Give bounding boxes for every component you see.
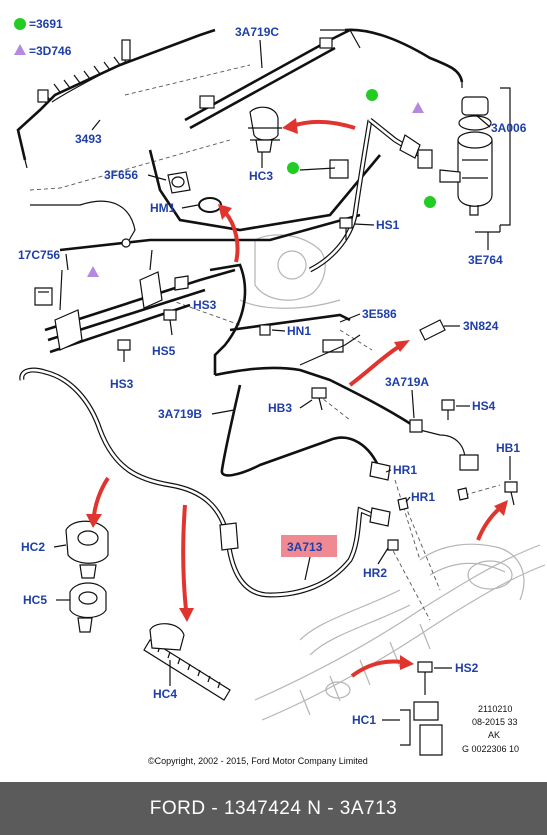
label-HB3: HB3 xyxy=(268,401,292,415)
ref-code-line-2: 08-2015 33 xyxy=(472,717,518,727)
part-17C756-bracket xyxy=(34,287,53,306)
label-HC4: HC4 xyxy=(153,687,177,701)
label-17C756: 17C756 xyxy=(18,248,60,262)
label-HC3-top: HC3 xyxy=(249,169,273,183)
part-HC3-clamp xyxy=(248,106,282,153)
part-HM1-oring xyxy=(198,197,222,213)
leader-lines xyxy=(29,64,501,621)
power-steering-hose-diagram: =3691 =3D746 xyxy=(14,17,546,766)
part-HC4-strap xyxy=(143,623,231,701)
label-leaders xyxy=(53,39,511,721)
label-3N824: 3N824 xyxy=(463,319,499,333)
ref-code-line-4: G 0022306 10 xyxy=(462,744,519,754)
label-HS3-upper: HS3 xyxy=(193,298,217,312)
label-3493: 3493 xyxy=(75,132,102,146)
part-labels: 3493 3A719C 3A006 3F656 HC3 HM1 HS1 3E76… xyxy=(18,25,527,727)
background-rack xyxy=(239,234,546,721)
marker-purple-2 xyxy=(87,266,99,277)
label-HR1-upper: HR1 xyxy=(393,463,417,477)
marker-green-1 xyxy=(366,89,378,101)
label-3E586: 3E586 xyxy=(362,307,397,321)
part-3A713-hose xyxy=(19,367,391,598)
part-HS2-bolt xyxy=(417,661,433,695)
label-HS1: HS1 xyxy=(376,218,400,232)
ref-code-line-1: 2110210 xyxy=(478,704,512,714)
part-HC1-clamp xyxy=(400,701,443,756)
reference-code: 2110210 08-2015 33 AK G 0022306 10 xyxy=(462,704,519,754)
part-HS1-bolt xyxy=(339,217,353,240)
part-HR2-clip xyxy=(387,539,399,551)
label-3A719B: 3A719B xyxy=(158,407,202,421)
part-HS5-bolt xyxy=(163,309,177,336)
label-3A719C: 3A719C xyxy=(235,25,279,39)
part-number-footer: FORD - 1347424 N - 3A713 xyxy=(0,782,547,835)
legend: =3691 =3D746 xyxy=(14,17,72,58)
part-HS4-bolt xyxy=(441,399,455,420)
label-HB1: HB1 xyxy=(496,441,520,455)
part-3A719A-3A719B-pipe xyxy=(209,263,479,477)
label-HC5: HC5 xyxy=(23,593,47,607)
legend-purple-triangle xyxy=(14,44,26,55)
part-upper-hoses xyxy=(299,118,433,273)
legend-purple-label: =3D746 xyxy=(29,44,72,58)
part-HB1-bolt xyxy=(504,481,518,506)
part-HS3-bolt xyxy=(117,339,131,362)
part-3N824-fitting xyxy=(419,319,446,341)
label-HM1: HM1 xyxy=(150,201,176,215)
label-HS5: HS5 xyxy=(152,344,176,358)
part-return-pipe xyxy=(30,149,381,252)
marker-green-2 xyxy=(287,162,299,174)
legend-green-dot xyxy=(14,18,26,30)
label-HC2: HC2 xyxy=(21,540,45,554)
marker-green-3 xyxy=(424,196,436,208)
label-HR1-lower: HR1 xyxy=(411,490,435,504)
label-3A713: 3A713 xyxy=(287,540,323,554)
diagram-markers xyxy=(87,89,436,277)
label-3E764: 3E764 xyxy=(468,253,503,267)
label-3F656: 3F656 xyxy=(104,168,138,182)
highlight-3A713 xyxy=(281,535,337,557)
label-HC1: HC1 xyxy=(352,713,376,727)
legend-green-label: =3691 xyxy=(29,17,63,31)
footer-text: FORD - 1347424 N - 3A713 xyxy=(149,798,398,819)
ref-code-line-3: AK xyxy=(488,730,500,740)
part-3493-pipe xyxy=(16,28,216,169)
part-HR1-clip xyxy=(397,487,469,511)
part-reservoir xyxy=(439,87,511,250)
label-HS3-lower: HS3 xyxy=(110,377,134,391)
part-HC2-clamp xyxy=(65,520,109,579)
label-3A006: 3A006 xyxy=(491,121,527,135)
copyright-text: ©Copyright, 2002 - 2015, Ford Motor Comp… xyxy=(148,756,368,766)
label-3A719A: 3A719A xyxy=(385,375,429,389)
part-HC5-clamp xyxy=(69,582,107,633)
part-HB3-bolt xyxy=(311,387,327,411)
label-HR2: HR2 xyxy=(363,566,387,580)
red-arrows xyxy=(86,118,508,678)
part-lower-pipe-bundle xyxy=(44,249,236,354)
label-HS2: HS2 xyxy=(455,661,479,675)
part-3F656-fitting xyxy=(167,171,191,194)
label-HN1: HN1 xyxy=(287,324,311,338)
marker-purple-1 xyxy=(412,102,424,113)
part-3A719C-pipe xyxy=(184,28,464,130)
label-HS4: HS4 xyxy=(472,399,496,413)
